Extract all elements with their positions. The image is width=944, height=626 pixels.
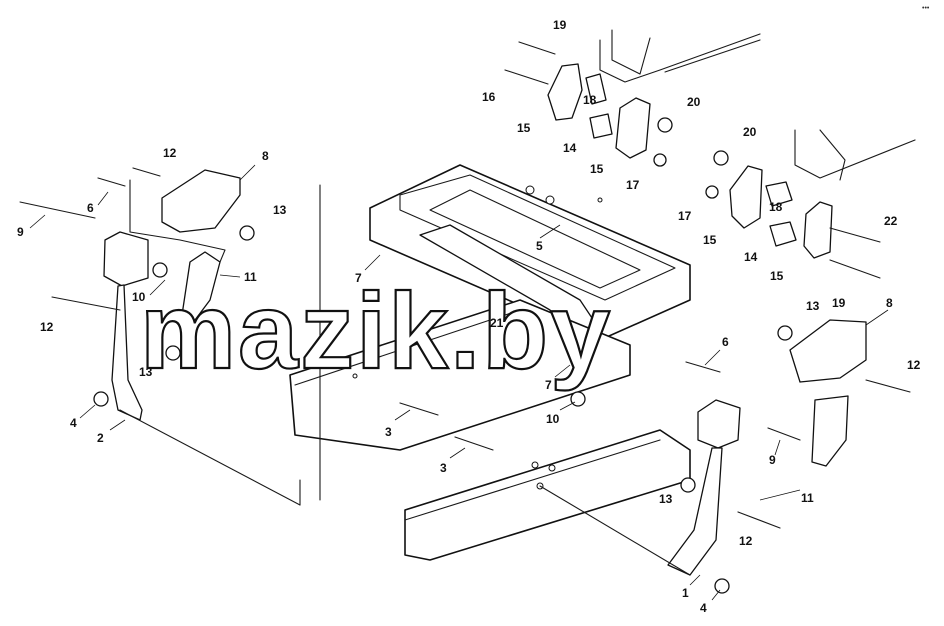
callout-15-b: 15 xyxy=(590,162,604,176)
leader-lines xyxy=(29,164,889,601)
callout-8-left: 8 xyxy=(262,149,269,163)
corner-mark: ••• xyxy=(922,5,930,12)
callout-11-left: 11 xyxy=(244,270,257,284)
callout-7-lower: 7 xyxy=(545,378,552,392)
callout-5: 5 xyxy=(536,239,543,253)
callout-8-right: 8 xyxy=(886,296,893,310)
callout-10-left: 10 xyxy=(132,290,146,304)
callout-labels: 1 2 3 3 4 4 5 6 6 7 7 8 8 9 9 10 10 11 1… xyxy=(17,18,921,615)
callout-1: 1 xyxy=(682,586,689,600)
callout-22: 22 xyxy=(884,214,898,228)
callout-3-upper: 3 xyxy=(385,425,392,439)
callout-19-lower: 19 xyxy=(832,296,846,310)
callout-12-left: 12 xyxy=(40,320,54,334)
right-bracket-assembly xyxy=(705,129,916,279)
callout-14-upper: 14 xyxy=(563,141,577,155)
callout-13-right-top: 13 xyxy=(806,299,820,313)
callout-4-left: 4 xyxy=(70,416,77,430)
callout-12-bottom: 12 xyxy=(739,534,753,548)
callout-12-top: 12 xyxy=(163,146,177,160)
callout-2: 2 xyxy=(97,431,104,445)
callout-3-lower: 3 xyxy=(440,461,447,475)
callout-15-d: 15 xyxy=(770,269,784,283)
callout-6-right: 6 xyxy=(722,335,729,349)
callout-15-c: 15 xyxy=(703,233,717,247)
callout-6-left: 6 xyxy=(87,201,94,215)
callout-9-right: 9 xyxy=(769,453,776,467)
callout-19-upper: 19 xyxy=(553,18,567,32)
callout-15-a: 15 xyxy=(517,121,531,135)
callout-20-lower: 20 xyxy=(743,125,757,139)
callout-11-right: 11 xyxy=(801,491,814,505)
callout-4-right: 4 xyxy=(700,601,707,615)
callout-17-lower: 17 xyxy=(678,209,692,223)
callout-7-upper: 7 xyxy=(355,271,362,285)
left-pedal-assembly xyxy=(19,167,301,506)
right-pedal-assembly xyxy=(399,319,911,594)
callout-18-upper: 18 xyxy=(583,93,597,107)
callout-21: 21 xyxy=(490,316,504,330)
callout-17-upper: 17 xyxy=(626,178,640,192)
crossmember-frame xyxy=(369,164,691,341)
callout-14-lower: 14 xyxy=(744,250,758,264)
upper-bracket-assembly xyxy=(504,29,761,167)
callout-12-right: 12 xyxy=(907,358,921,372)
callout-13-left-bottom: 13 xyxy=(139,365,153,379)
callout-9-left: 9 xyxy=(17,225,24,239)
callout-10-right: 10 xyxy=(546,412,560,426)
callout-16: 16 xyxy=(482,90,496,104)
callout-18-lower: 18 xyxy=(769,200,783,214)
frame-rails xyxy=(289,184,691,561)
callout-20-upper: 20 xyxy=(687,95,701,109)
watermark-text: mazik.by xyxy=(140,270,612,391)
callout-13-left-top: 13 xyxy=(273,203,287,217)
callout-13-right-bottom: 13 xyxy=(659,492,673,506)
